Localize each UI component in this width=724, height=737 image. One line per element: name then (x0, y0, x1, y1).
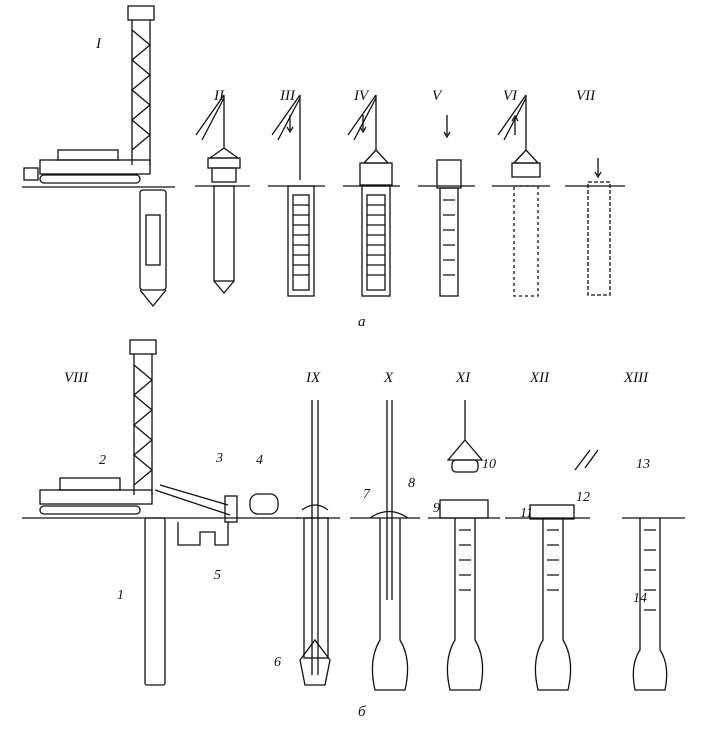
stage-label-VI: VI (503, 88, 518, 104)
stage-label-XIII: XIII (624, 370, 649, 386)
concreting-V (436, 115, 462, 297)
stage-label-III: III (280, 88, 295, 104)
callout-4: 4 (256, 453, 263, 468)
callout-9: 9 (433, 501, 440, 516)
stage-label-XI: XI (456, 370, 471, 386)
extraction-VI (497, 94, 541, 297)
callout-6: 6 (274, 655, 281, 670)
callout-12: 12 (576, 490, 590, 505)
stage-label-VII: VII (576, 88, 596, 104)
callout-14: 14 (633, 591, 647, 606)
casing-II (195, 94, 241, 295)
caption-a: а (358, 314, 366, 330)
finished-pile-VII (587, 158, 611, 296)
stage-label-II: II (214, 88, 224, 104)
finished-pile-XIII (632, 518, 668, 691)
callout-10: 10 (482, 457, 496, 472)
drilling-rig-I (23, 5, 167, 308)
callout-7: 7 (363, 487, 370, 502)
stage-label-XII: XII (530, 370, 550, 386)
callout-8: 8 (408, 476, 415, 491)
callout-1: 1 (117, 588, 124, 603)
reamer-IX (299, 400, 331, 686)
bored-hole-X (369, 400, 409, 691)
stage-label-IX: IX (306, 370, 321, 386)
stage-label-V: V (432, 88, 442, 104)
concreting-XII (529, 449, 599, 691)
stage-label-I: I (96, 36, 101, 52)
stage-label-VIII: VIII (64, 370, 89, 386)
concreting-XI (439, 400, 489, 691)
callout-2: 2 (99, 453, 106, 468)
callout-3: 3 (216, 451, 223, 466)
callout-13: 13 (636, 457, 650, 472)
stage-label-IV: IV (354, 88, 369, 104)
reinforcement-cage-III (271, 94, 315, 297)
callout-11: 11 (520, 506, 533, 521)
stage-label-X: X (384, 370, 394, 386)
caption-b: б (358, 704, 366, 720)
funnel-IV (347, 94, 393, 297)
callout-5: 5 (214, 568, 221, 583)
drilling-rig-VIII (39, 339, 279, 686)
